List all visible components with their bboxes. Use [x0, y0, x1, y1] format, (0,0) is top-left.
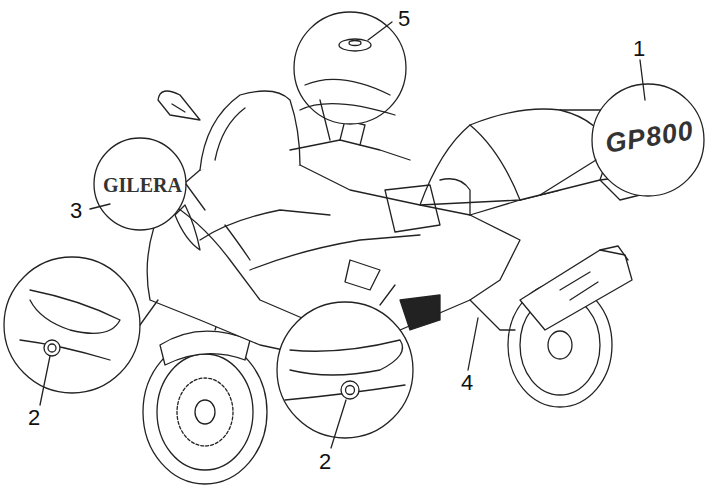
callout-number: 2 — [28, 407, 40, 429]
callout-number: 3 — [70, 200, 82, 222]
callout-number: 1 — [633, 38, 645, 60]
callout-number: 2 — [319, 451, 331, 473]
callout-number: 4 — [461, 372, 473, 394]
callout-number: 5 — [398, 8, 410, 30]
decal-logo: GILERA — [103, 175, 182, 195]
